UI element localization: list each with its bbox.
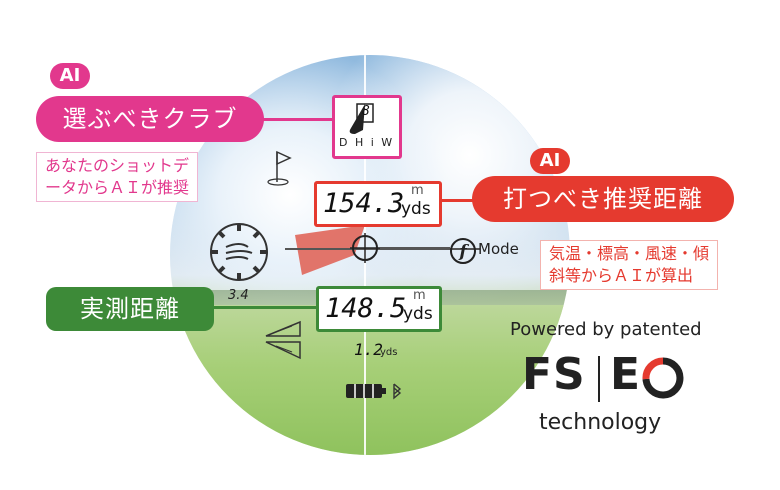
measured-callout-title: 実測距離 — [46, 287, 214, 331]
svg-text:f: f — [458, 242, 469, 262]
distance-note-line2: 斜等からＡＩが算出 — [549, 266, 694, 285]
distance-callout-title: 打つべき推奨距離 — [472, 176, 734, 222]
distance-connector-line — [439, 199, 479, 202]
slope-icon — [265, 320, 301, 360]
distance-callout-note: 気温・標高・風速・傾 斜等からＡＩが算出 — [540, 240, 719, 290]
pin-flag-icon — [267, 150, 292, 186]
slope-unit: yds — [380, 347, 398, 358]
measured-connector-line — [210, 306, 318, 309]
club-number: 8 — [362, 104, 370, 119]
mode-label: Mode — [478, 240, 519, 258]
measured-distance-value: 148.5 — [325, 293, 407, 324]
measured-distance-unit-yds: yds — [403, 304, 433, 324]
mode-icon: f — [450, 238, 476, 264]
club-display-box: 8 D H i W — [332, 95, 402, 159]
fseo-logo-divider — [598, 356, 600, 402]
distance-note-line1: 気温・標高・風速・傾 — [549, 244, 710, 263]
horizontal-guide-line — [285, 248, 480, 250]
battery-icon — [346, 383, 402, 400]
club-callout-title: 選ぶべきクラブ — [36, 96, 264, 142]
club-note-line1: あなたのショットデ — [45, 156, 190, 175]
distance-ai-badge: AI — [530, 148, 570, 174]
club-ai-badge: AI — [50, 63, 90, 89]
slope-value: 1.2 — [354, 340, 383, 359]
wind-value: 3.4 — [228, 288, 249, 303]
mode-guide-line — [380, 247, 450, 249]
recommended-distance-unit-m: m — [411, 183, 424, 198]
measured-distance-unit-m: m — [413, 288, 426, 303]
golf-club-icon — [349, 103, 374, 134]
target-reticle-icon — [350, 233, 380, 263]
fseo-logo-fs: FS — [522, 349, 586, 400]
club-callout-note: あなたのショットデ ータからＡＩが推奨 — [36, 152, 199, 202]
powered-by-text: Powered by patented — [510, 319, 702, 340]
club-connector-line — [255, 118, 335, 121]
fseo-logo-e: E — [610, 349, 641, 400]
fseo-logo-o-icon — [642, 357, 684, 399]
measured-distance-box: 148.5 m yds — [316, 286, 442, 332]
recommended-distance-value: 154.3 — [323, 188, 405, 219]
technology-text: technology — [539, 410, 662, 435]
recommended-distance-unit-yds: yds — [401, 199, 431, 219]
wind-dial-icon — [210, 223, 268, 281]
club-letters: D H i W — [339, 136, 395, 149]
club-note-line2: ータからＡＩが推奨 — [45, 178, 190, 197]
recommended-distance-box: 154.3 m yds — [314, 181, 442, 227]
